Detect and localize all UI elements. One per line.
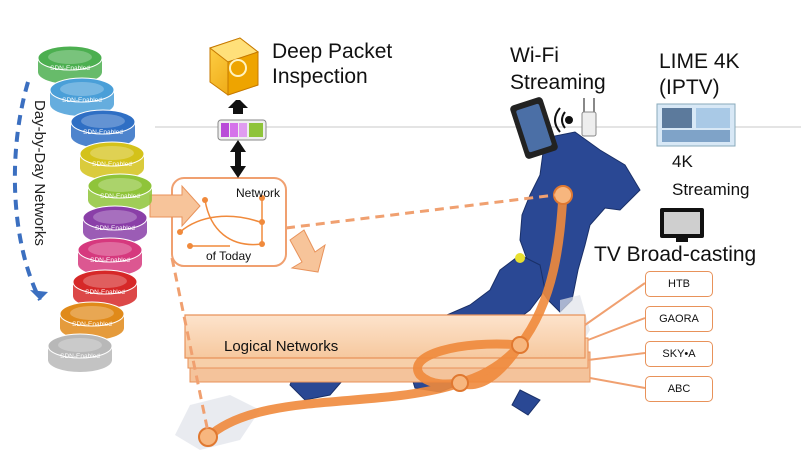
lime-label-line1: LIME 4K: [659, 50, 740, 73]
tv-icon: [660, 208, 704, 242]
sdn-disk: SDN-Enabled: [77, 237, 143, 276]
sdn-disk: SDN-Enabled: [47, 333, 113, 372]
channel-htb: HTB: [645, 271, 713, 297]
iptv-screenshot: [656, 103, 736, 147]
sdn-disk: SDN-Enabled: [70, 109, 136, 148]
sdn-disk-label: SDN-Enabled: [83, 129, 123, 136]
arrow-into-box: [149, 184, 201, 228]
k4-label-line1: 4K: [672, 152, 693, 171]
sdn-disk-label: SDN-Enabled: [95, 225, 135, 232]
day-by-day-arrow: [12, 81, 42, 301]
channel-abc: ABC: [645, 376, 713, 402]
dpi-double-arrow: [228, 100, 248, 178]
sdn-disk: SDN-Enabled: [87, 173, 153, 212]
tablet-icon: [510, 97, 558, 159]
of-today-label: of Today: [206, 249, 252, 263]
tv-label: TV Broad-casting: [594, 243, 757, 266]
network-label: Network: [236, 186, 281, 200]
sdn-disk-label: SDN-Enabled: [72, 321, 112, 328]
sdn-disk-label: SDN-Enabled: [90, 257, 130, 264]
dashed-connectors: [170, 193, 556, 433]
channel-skya: SKY•A: [645, 341, 713, 367]
sdn-disk-label: SDN-Enabled: [50, 65, 90, 72]
sdn-disk-label: SDN-Enabled: [85, 289, 125, 296]
dpi-label-line2: Inspection: [272, 65, 368, 88]
day-by-day-label: Day-by-Day Networks: [31, 100, 48, 246]
route-nodes: [198, 185, 573, 447]
sdn-disk-label: SDN-Enabled: [60, 353, 100, 360]
sdn-disk-label: SDN-Enabled: [92, 161, 132, 168]
arrow-to-logical: [289, 229, 326, 273]
map-markers: [515, 253, 525, 263]
channel-connectors: [584, 282, 646, 389]
sdn-disk: SDN-Enabled: [79, 141, 145, 180]
dpi-device-icon: [217, 119, 267, 141]
sdn-disk: SDN-Enabled: [82, 205, 148, 244]
dpi-label-line1: Deep Packet: [272, 40, 393, 63]
day-by-day-arrowhead: [30, 290, 48, 300]
sdn-disk-label: SDN-Enabled: [100, 193, 140, 200]
sdn-disk: SDN-Enabled: [72, 269, 138, 308]
logical-networks-label: Logical Networks: [224, 338, 339, 355]
wifi-label-line2: Streaming: [510, 71, 606, 94]
cube-icon: [208, 37, 260, 96]
k4-label-line2: Streaming: [672, 180, 750, 199]
network-nodes: [177, 195, 265, 249]
wifi-icon: [554, 107, 573, 133]
wifi-label-line1: Wi-Fi: [510, 44, 559, 67]
sdn-disk-label: SDN-Enabled: [62, 97, 102, 104]
access-point-icon: [581, 98, 597, 137]
sdn-disk: SDN-Enabled: [49, 77, 115, 116]
sdn-stack: SDN-EnabledSDN-EnabledSDN-EnabledSDN-Ena…: [37, 45, 153, 372]
lime-label-line2: (IPTV): [659, 76, 720, 99]
sdn-disk: SDN-Enabled: [59, 301, 125, 340]
channel-gaora: GAORA: [645, 306, 713, 332]
sdn-disk: SDN-Enabled: [37, 45, 103, 84]
